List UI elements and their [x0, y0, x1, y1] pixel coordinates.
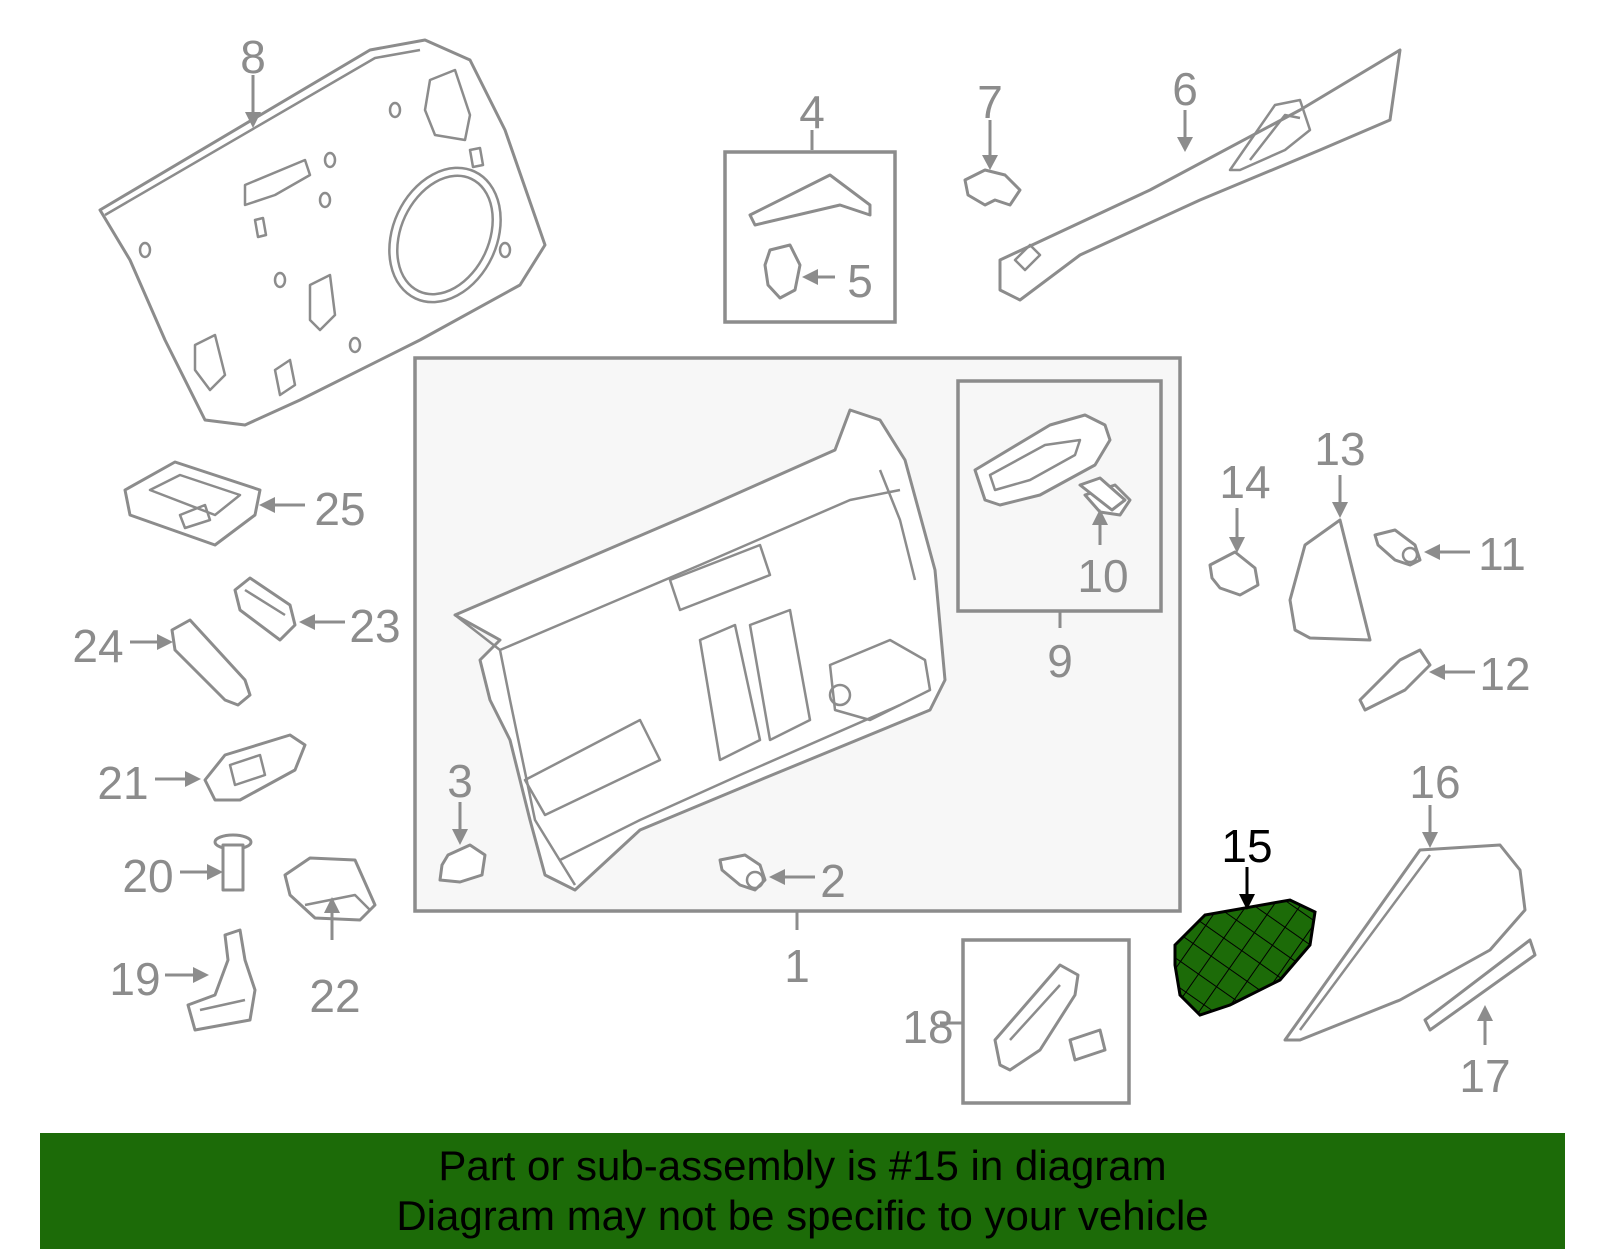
part-14-clip: [1208, 550, 1260, 597]
callout-1: 1: [784, 940, 810, 992]
banner-line-part: Part or sub-assembly is #15 in diagram: [438, 1142, 1167, 1189]
callout-2: 2: [820, 855, 846, 907]
callout-20: 20: [122, 850, 173, 902]
part-15-highlighted-grille: [1173, 898, 1317, 1017]
callout-4: 4: [799, 86, 825, 138]
part-17-trim-strip: [1423, 938, 1537, 1032]
part-7-clip: [963, 168, 1022, 207]
part-18-window-switch: [961, 938, 1131, 1105]
callout-9: 9: [1047, 635, 1073, 687]
part-12-cap: [1358, 648, 1432, 712]
callout-25: 25: [314, 483, 365, 535]
callout-19: 19: [109, 953, 160, 1005]
part-22-courtesy-light: [283, 856, 377, 922]
info-banner: Part or sub-assembly is #15 in diagram D…: [40, 1133, 1565, 1249]
part-24-switch-cap: [170, 618, 252, 707]
part-4-trim-cover: [723, 150, 897, 324]
part-10-screw: [1078, 476, 1127, 512]
callout-21: 21: [97, 757, 148, 809]
callout-15: 15: [1221, 820, 1272, 872]
callout-11: 11: [1478, 528, 1526, 580]
callout-13: 13: [1314, 423, 1365, 475]
part-6-armrest-trim: [998, 48, 1402, 302]
leader-lines: [130, 75, 1493, 1045]
part-16-side-panel: [1283, 843, 1527, 1042]
callout-12: 12: [1479, 648, 1530, 700]
part-2-screw: [718, 853, 767, 892]
part-11-screw: [1373, 528, 1422, 567]
callout-14: 14: [1219, 456, 1270, 508]
part-21-bracket: [203, 733, 307, 802]
banner-line-disclaimer: Diagram may not be specific to your vehi…: [396, 1192, 1209, 1239]
part-25-switch-bracket: [123, 460, 262, 547]
callout-7: 7: [977, 76, 1003, 128]
part-19-connector: [186, 928, 257, 1032]
callout-24: 24: [72, 620, 123, 672]
callout-labels: 8 4 5 7 6 25 23 24 21 20 19 22 3 2 1 9 1…: [72, 31, 1530, 1102]
part-8-door-inner-panel: [98, 38, 547, 427]
callout-3: 3: [447, 755, 473, 807]
part-1-door-trim-panel: [453, 408, 947, 892]
callout-6: 6: [1172, 63, 1198, 115]
callout-10: 10: [1077, 550, 1128, 602]
part-3-plug: [438, 843, 487, 884]
callout-17: 17: [1459, 1050, 1510, 1102]
callout-16: 16: [1409, 756, 1460, 808]
callout-18: 18: [902, 1001, 953, 1053]
part-20-pin: [213, 833, 253, 892]
callout-23: 23: [349, 600, 400, 652]
part-13-trim-cover: [1288, 518, 1372, 642]
part-23-switch: [233, 576, 297, 642]
callout-8: 8: [240, 31, 266, 83]
callout-5: 5: [847, 255, 873, 307]
callout-22: 22: [309, 970, 360, 1022]
